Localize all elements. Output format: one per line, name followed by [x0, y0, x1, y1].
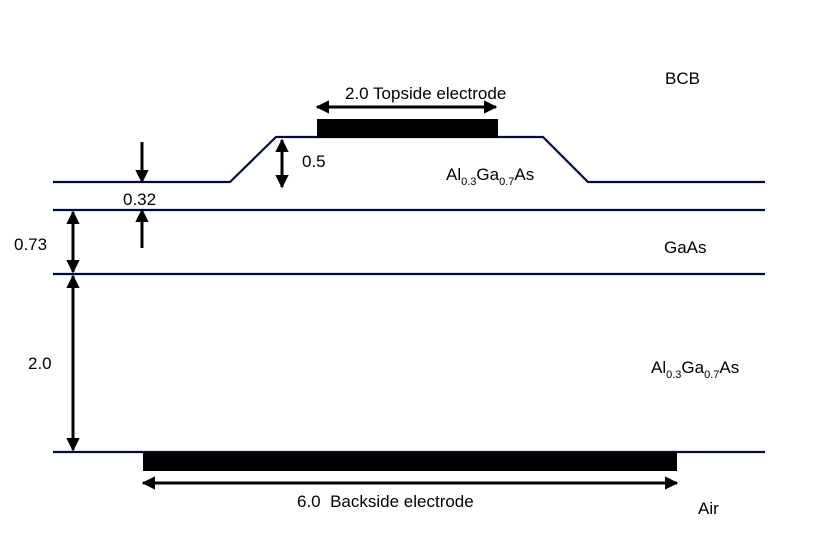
backside-electrode-label: 6.0 Backside electrode	[297, 492, 474, 511]
ridge-top-interface-line	[53, 135, 765, 184]
upper-cladding-thickness-label: 0.32	[123, 190, 156, 209]
lower-cladding-thickness-label: 2.0	[28, 354, 52, 373]
ridge-material-label: Al0.3Ga0.7As	[446, 165, 534, 188]
gaas-label: GaAs	[664, 238, 707, 257]
air-label: Air	[698, 499, 719, 518]
topside-electrode-label: 2.0 Topside electrode	[345, 84, 506, 103]
gaas-thickness-label: 0.73	[14, 235, 47, 254]
backside-electrode	[143, 452, 677, 471]
ridge-height-label: 0.5	[302, 152, 326, 171]
topside-electrode	[317, 119, 498, 138]
bcb-label: BCB	[665, 69, 700, 88]
lower-cladding-material-label: Al0.3Ga0.7As	[651, 358, 739, 381]
